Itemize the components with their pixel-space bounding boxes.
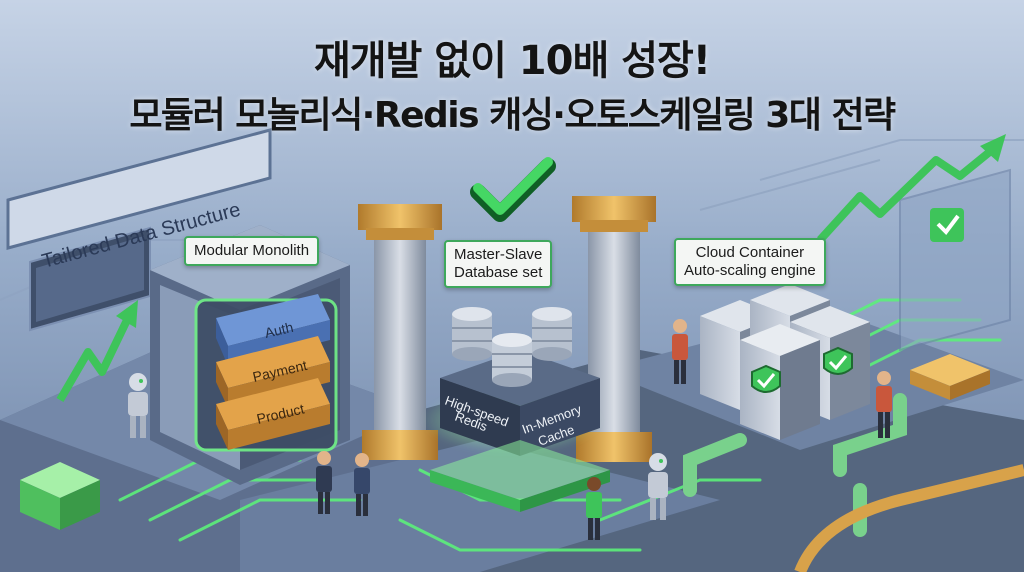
tailored-data-banner (6, 128, 272, 332)
cloud-container-callout: Cloud Container Auto-scaling engine (674, 238, 826, 286)
cloud-container-label-line1: Cloud Container (695, 244, 805, 261)
database-icon-center (492, 333, 532, 387)
green-cube (20, 462, 100, 530)
growth-arrow-icon-right (817, 134, 1006, 243)
person-icon-2 (354, 453, 370, 516)
robot-icon-left (128, 373, 148, 438)
modular-monolith-callout: Modular Monolith (184, 236, 320, 266)
master-slave-label-line1: Master-Slave (454, 246, 543, 263)
check-icon (470, 157, 556, 222)
robot-icon-center (648, 453, 668, 520)
master-slave-callout: Master-Slave Database set (444, 240, 553, 288)
person-icon-1 (316, 451, 332, 514)
modular-monolith-label: Modular Monolith (194, 242, 310, 259)
headline-line2: 모듈러 모놀리식·Redis 캐싱·오토스케일링 3대 전략 (129, 95, 896, 136)
redis-cache-platform (422, 350, 610, 512)
growth-chart-screen (899, 168, 1011, 352)
database-icon-left (452, 307, 492, 361)
cloud-container-label-line2: Auto-scaling engine (684, 262, 816, 279)
shield-check-icon-1 (751, 364, 781, 393)
person-icon-3 (586, 477, 602, 540)
gold-rail (794, 464, 1024, 572)
person-icon-4 (672, 319, 688, 384)
server-icon-4 (740, 324, 820, 440)
master-slave-label-line2: Database set (454, 264, 543, 281)
modular-monolith-machine (150, 225, 350, 485)
pillar-right (572, 196, 656, 462)
database-icon-right (532, 307, 572, 361)
module-auth-label: Auth (263, 319, 295, 341)
shield-check-icon-2 (823, 346, 853, 375)
gold-block (910, 354, 990, 400)
module-product-block (216, 378, 330, 450)
person-icon-5 (876, 371, 892, 438)
pillar-left (358, 204, 442, 460)
headline-line1: 재개발 없이 10배 성장! (313, 38, 711, 84)
growth-arrow-icon-left (56, 300, 138, 403)
